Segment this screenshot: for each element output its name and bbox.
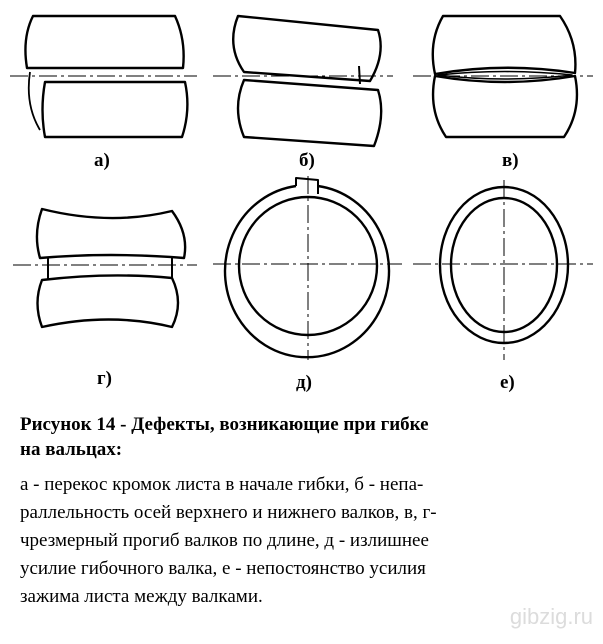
inner-ring-e xyxy=(449,196,559,334)
defects-drawing xyxy=(10,14,593,360)
upper-roll-b xyxy=(232,14,382,83)
plate-edge-a xyxy=(27,71,41,131)
figure-a xyxy=(10,14,197,139)
ring-step-d xyxy=(295,177,319,194)
figure-d xyxy=(213,176,402,360)
lower-roll-b xyxy=(236,78,383,148)
lower-roll-g xyxy=(36,274,180,329)
figure-e xyxy=(413,180,593,360)
lower-roll-a xyxy=(41,80,189,139)
upper-roll-a xyxy=(24,14,185,70)
label-b: б) xyxy=(299,150,315,171)
caption-line: чрезмерный прогиб валков по длине, д - и… xyxy=(20,530,429,551)
caption-line: раллельность осей верхнего и нижнего вал… xyxy=(20,502,437,523)
upper-roll-g xyxy=(35,207,187,260)
watermark: gibzig.ru xyxy=(509,604,593,629)
caption-title: Рисунок 14 - Дефекты, возникающие при ги… xyxy=(20,412,590,462)
lower-roll-v xyxy=(431,74,579,139)
figure-v xyxy=(413,14,593,139)
outer-ring-d xyxy=(223,184,391,359)
caption-body: а - перекос кромок листа в начале гибки,… xyxy=(20,471,590,611)
gap-v xyxy=(437,70,573,80)
label-e: е) xyxy=(500,372,515,393)
inner-ring-d xyxy=(237,195,379,337)
upper-roll-v xyxy=(431,14,577,76)
gap-b xyxy=(358,65,361,85)
caption-line: а - перекос кромок листа в начале гибки,… xyxy=(20,474,424,495)
figure-g xyxy=(13,207,197,329)
label-a: а) xyxy=(94,150,110,171)
caption-title-line: на вальцах: xyxy=(20,439,123,460)
caption-line: зажима листа между валками. xyxy=(20,586,263,607)
figure-b xyxy=(213,14,393,148)
label-g: г) xyxy=(97,368,112,389)
label-d: д) xyxy=(296,372,312,393)
label-v: в) xyxy=(502,150,519,171)
caption-line: усилие гибочного валка, е - непостоянств… xyxy=(20,558,426,579)
caption-title-line: Рисунок 14 - Дефекты, возникающие при ги… xyxy=(20,414,429,435)
outer-ring-e xyxy=(438,185,570,345)
